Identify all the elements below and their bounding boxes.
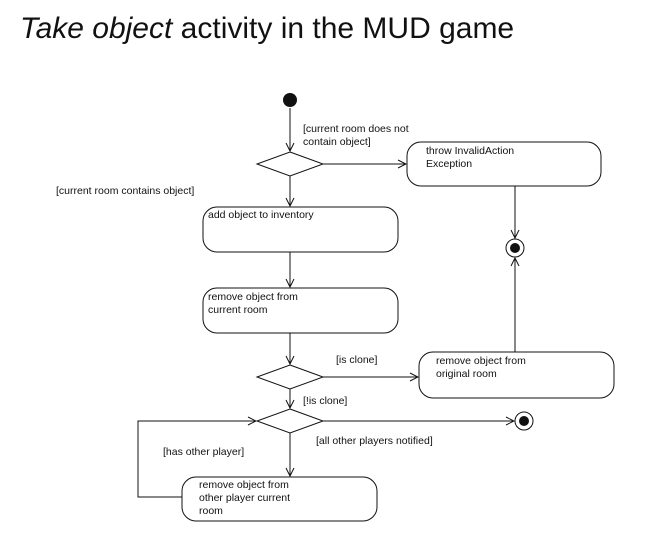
decision-other-player [255, 408, 325, 434]
decision-is-clone [255, 364, 325, 390]
label-remove-original-1: remove object from [436, 355, 526, 367]
label-remove-current-1: remove object from [208, 291, 298, 303]
title-rest: activity in the MUD game [172, 12, 515, 45]
label-remove-other-1: remove object from [199, 479, 289, 491]
label-add: add object to inventory [208, 209, 314, 221]
final-node-2 [514, 411, 534, 431]
label-remove-other-2: other player current [199, 492, 290, 504]
final-node-1 [505, 238, 525, 258]
guard-not-contain-1: [current room does not [303, 123, 409, 135]
flow-loop-back [137, 421, 256, 498]
label-remove-current-2: current room [208, 304, 268, 316]
guard-is-clone: [is clone] [336, 354, 378, 366]
label-remove-original-2: original room [436, 368, 497, 380]
guard-not-clone: [!is clone] [303, 395, 347, 407]
guard-has-other: [has other player] [163, 446, 244, 458]
label-throw-1: throw InvalidAction [426, 145, 514, 157]
guard-all-notified: [all other players notified] [316, 435, 433, 447]
activity-throw-box [406, 141, 602, 187]
initial-node [283, 93, 297, 107]
guard-not-contain-2: contain object] [303, 136, 371, 148]
activity-add-box [202, 206, 399, 253]
label-throw-2: Exception [426, 158, 472, 170]
label-remove-other-3: room [199, 505, 223, 517]
diagram-title: Take object activity in the MUD game [20, 12, 514, 46]
activity-remove-other-box [181, 476, 378, 522]
guard-contains: [current room contains object] [56, 185, 194, 197]
activity-remove-current-box [202, 287, 399, 334]
activity-remove-original-box [418, 351, 615, 399]
decision-contains-object [255, 151, 325, 177]
title-italic: Take object [20, 12, 173, 45]
